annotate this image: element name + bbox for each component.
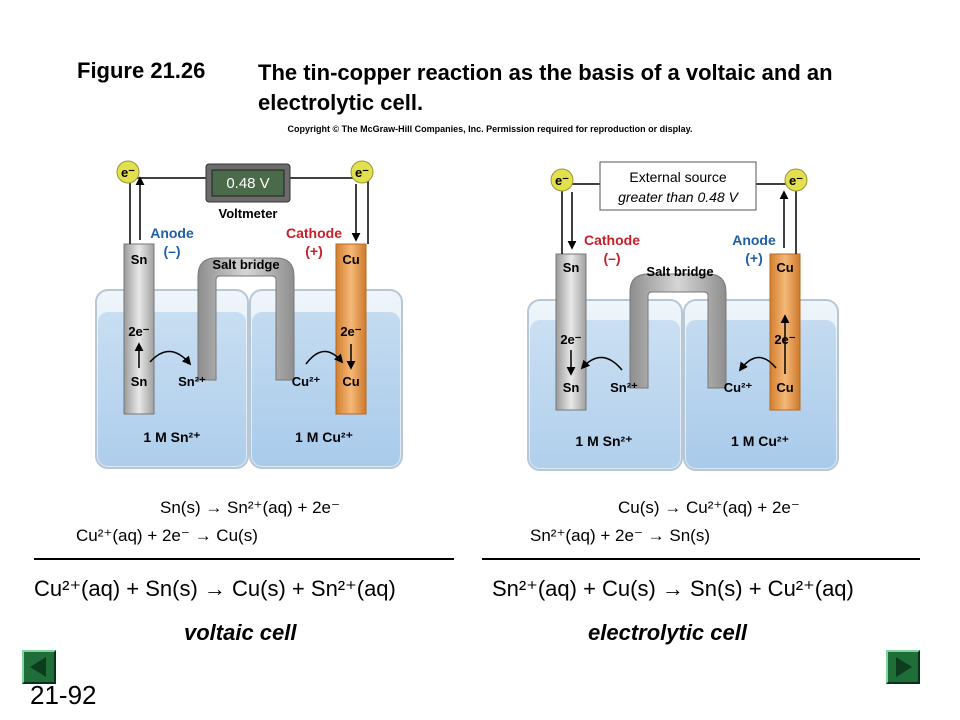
external-source-line1: External source [629,169,726,185]
electrolytic-left-atom: Sn [563,380,580,395]
next-slide-button[interactable] [886,650,920,684]
voltaic-electron-right-icon [350,160,374,184]
figure-number: Figure 21.26 [77,58,206,83]
electrolytic-cell-label: electrolytic cell [588,620,747,645]
voltaic-equation-rule [34,558,454,560]
electrolytic-left-2e: 2e⁻ [560,332,581,347]
electrolytic-electron-left-icon [550,168,574,192]
electrolytic-half-reaction-2: Sn²⁺(aq) + 2e⁻ → Sn(s) [530,526,710,545]
voltaic-salt-bridge [197,257,295,381]
electrolytic-cathode-label: Cathode [584,232,640,248]
figure-title: The tin-copper reaction as the basis of … [258,60,833,115]
electrolytic-cathode-sign: (–) [603,250,620,266]
voltaic-left-atom: Sn [131,374,148,389]
voltaic-right-atom: Cu [342,374,359,389]
electrolytic-right-solution-label: 1 M Cu²⁺ [731,433,789,449]
electrolytic-anode-sign: (+) [745,250,763,266]
voltaic-anode-sign: (–) [163,243,180,259]
voltmeter-label: Voltmeter [219,206,278,221]
voltaic-overall-reaction: Cu²⁺(aq) + Sn(s) → Cu(s) + Sn²⁺(aq) [34,576,396,601]
previous-slide-button[interactable] [22,650,56,684]
electrolytic-salt-bridge-label: Salt bridge [646,264,713,279]
cell-diagrams: Salt bridge Sn Cu e⁻ e⁻ 0.48 V Voltmeter… [95,160,839,471]
copyright-notice: Copyright © The McGraw-Hill Companies, I… [287,124,693,134]
voltaic-half-reaction-1: Sn(s) → Sn²⁺(aq) + 2e⁻ [160,498,340,517]
voltaic-cell: Salt bridge Sn Cu e⁻ e⁻ 0.48 V Voltmeter… [95,160,403,469]
previous-slide-icon [30,657,46,677]
electrolytic-electron-right-label: e⁻ [789,173,803,188]
voltaic-cu-electrode-label: Cu [342,252,359,267]
voltaic-right-solution-label: 1 M Cu²⁺ [295,429,353,445]
electrolytic-left-solution-label: 1 M Sn²⁺ [575,433,632,449]
voltaic-electron-left-icon [116,160,140,184]
electrolytic-anode-label: Anode [732,232,776,248]
external-source-box [599,161,757,211]
electrolytic-overall-reaction: Sn²⁺(aq) + Cu(s) → Sn(s) + Cu²⁺(aq) [492,576,854,601]
electrolytic-cell: Salt bridge Sn Cu e⁻ e⁻ External source … [527,161,839,471]
electrolytic-electron-left-label: e⁻ [555,173,569,188]
voltaic-cathode-label: Cathode [286,225,342,241]
electrolytic-sn-electrode [555,253,587,411]
voltaic-electron-left-label: e⁻ [121,165,135,180]
voltaic-right-2e: 2e⁻ [340,324,361,339]
voltaic-cu-electrode [335,243,367,415]
electrolytic-cu-electrode-label: Cu [776,260,793,275]
electrolytic-salt-bridge [629,273,727,389]
electrolytic-half-reaction-1: Cu(s) → Cu²⁺(aq) + 2e⁻ [618,498,800,517]
slide-number: 21-92 [30,680,97,710]
voltaic-right-ion: Cu²⁺ [292,374,321,389]
electrolytic-sn-electrode-label: Sn [563,260,580,275]
electrolytic-right-ion: Cu²⁺ [724,380,753,395]
voltaic-cathode-sign: (+) [305,243,323,259]
voltaic-left-2e: 2e⁻ [128,324,149,339]
voltaic-sn-electrode [123,243,155,415]
electrolytic-right-atom: Cu [776,380,793,395]
voltaic-left-ion: Sn²⁺ [178,374,206,389]
voltaic-salt-bridge-label: Salt bridge [212,257,279,272]
voltaic-left-solution-label: 1 M Sn²⁺ [143,429,200,445]
voltaic-cell-label: voltaic cell [184,620,297,645]
voltaic-anode-label: Anode [150,225,194,241]
external-source-line2: greater than 0.48 V [618,189,740,205]
electrolytic-left-ion: Sn²⁺ [610,380,638,395]
electrolytic-equation-rule [482,558,920,560]
voltaic-sn-electrode-label: Sn [131,252,148,267]
electrolytic-electron-right-icon [784,168,808,192]
next-slide-icon [896,657,912,677]
voltmeter-reading: 0.48 V [226,175,269,192]
voltaic-electron-right-label: e⁻ [355,165,369,180]
voltaic-half-reaction-2: Cu²⁺(aq) + 2e⁻ → Cu(s) [76,526,258,545]
